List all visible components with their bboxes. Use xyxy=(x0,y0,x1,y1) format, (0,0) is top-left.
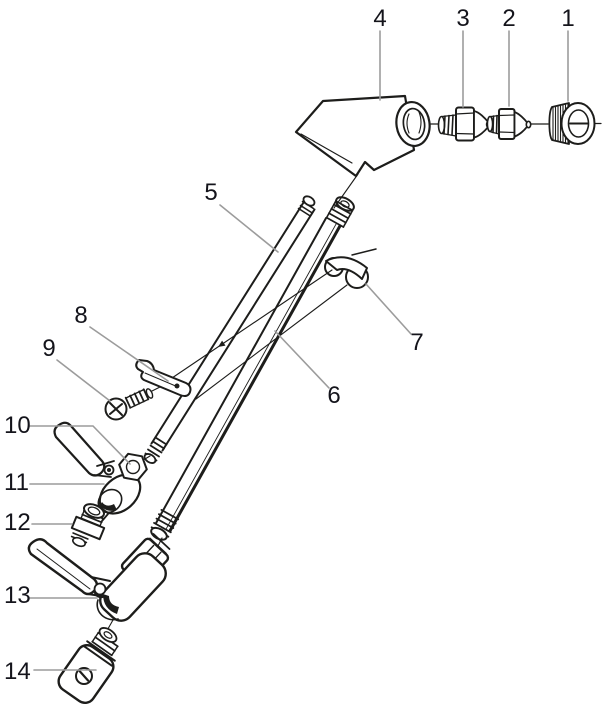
leader-lines xyxy=(29,30,569,671)
part-label-5: 5 xyxy=(204,179,217,206)
part-label-3: 3 xyxy=(456,5,469,32)
leader-line-7 xyxy=(365,283,412,335)
valve-handle-small xyxy=(53,421,115,478)
part-1-retainer-cap xyxy=(548,102,596,145)
part-labels: 1 2 3 4 5 6 7 8 9 10 11 12 13 14 xyxy=(4,5,575,685)
part-label-8: 8 xyxy=(74,302,87,329)
part-label-11: 11 xyxy=(4,469,29,496)
part-label-12: 12 xyxy=(4,509,31,536)
leader-line-10 xyxy=(29,425,131,465)
part-12-plug-fitting xyxy=(70,503,106,548)
part-13-shutoff-valve xyxy=(27,533,171,622)
part-9-screw xyxy=(104,388,154,421)
part-5-tube xyxy=(143,195,316,464)
part-label-10: 10 xyxy=(4,412,31,439)
part-label-6: 6 xyxy=(327,382,340,409)
leader-line-8 xyxy=(89,326,169,382)
part-14-swivel-connector xyxy=(57,627,119,705)
part-6-tube xyxy=(150,196,355,541)
part-label-7: 7 xyxy=(410,329,423,356)
part-label-4: 4 xyxy=(373,5,386,32)
part-2-nozzle-seat xyxy=(486,108,532,140)
part-4-spray-head xyxy=(294,94,431,178)
part-label-9: 9 xyxy=(42,335,55,362)
part-label-2: 2 xyxy=(502,5,515,32)
part-3-nozzle-fitting xyxy=(437,106,493,142)
leader-line-5 xyxy=(219,204,279,253)
part-7-clip-bracket xyxy=(324,248,377,289)
part-label-13: 13 xyxy=(4,582,31,609)
leader-line-6 xyxy=(274,330,330,389)
leader-line-9 xyxy=(56,359,111,402)
part-label-1: 1 xyxy=(561,5,574,32)
part-label-14: 14 xyxy=(4,658,31,685)
